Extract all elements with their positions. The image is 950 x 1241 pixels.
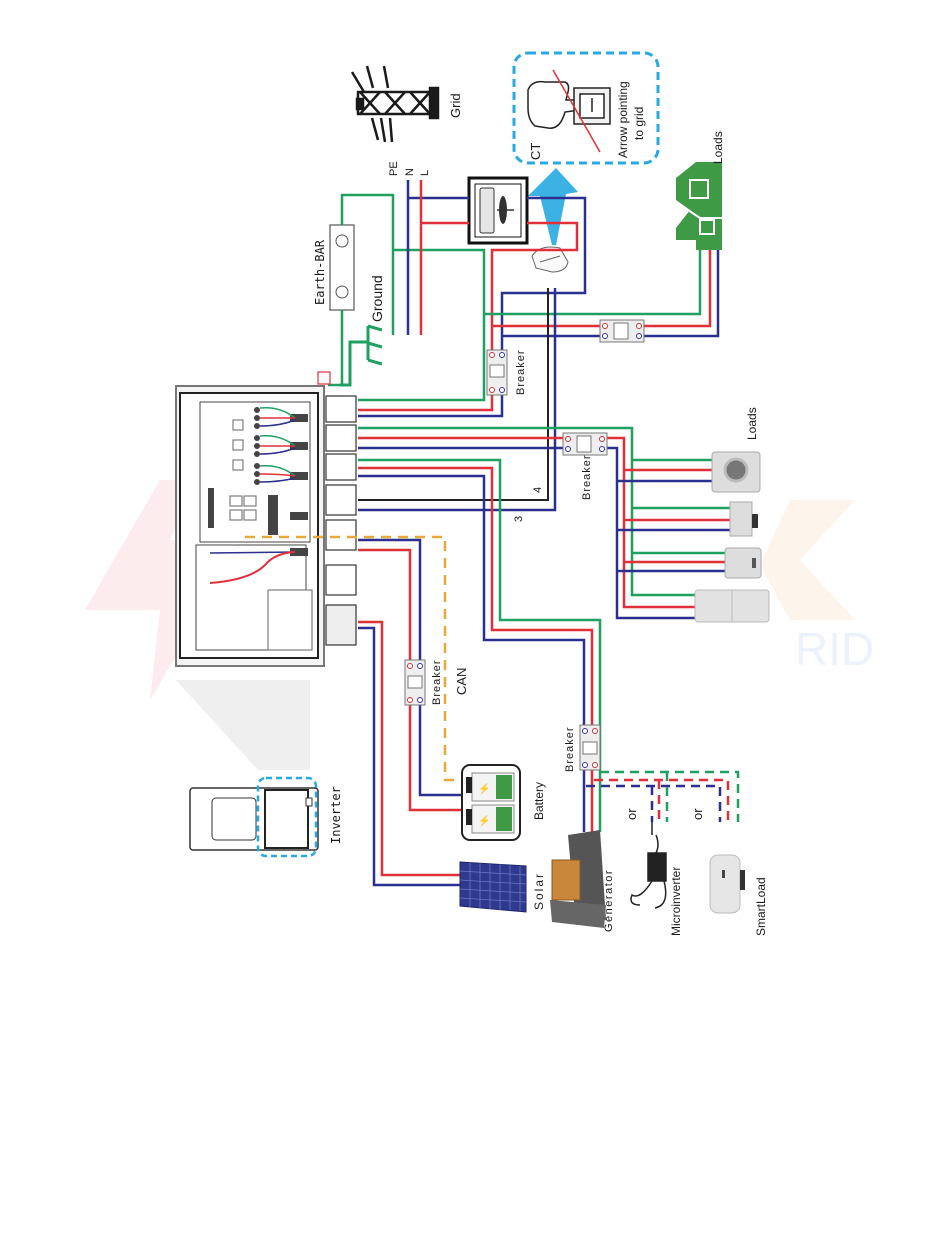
inverter-wiring-box xyxy=(175,371,357,667)
svg-text:⚡: ⚡ xyxy=(478,782,490,795)
l-label: L xyxy=(419,170,431,176)
or-label-2: or xyxy=(690,808,705,820)
grid-label: Grid xyxy=(448,93,463,118)
kettle-icon xyxy=(729,501,758,537)
microinverter-label: Microinverter xyxy=(669,867,683,936)
breaker-loads xyxy=(562,432,608,456)
breaker-generator xyxy=(579,724,601,771)
breaker-grid-label: Breaker xyxy=(515,349,527,395)
battery-label: Battery xyxy=(532,782,546,820)
breaker-generator-label: Breaker xyxy=(564,726,576,772)
svg-text:⚡: ⚡ xyxy=(478,814,490,827)
ground-label: Ground xyxy=(369,275,385,322)
breaker-battery xyxy=(404,659,426,706)
ct-clamp-icon xyxy=(527,80,611,129)
breaker-house xyxy=(599,319,645,343)
earth-bar-label: Earth-BAR xyxy=(313,239,327,305)
can-label: CAN xyxy=(454,668,469,695)
breaker-grid xyxy=(486,349,508,396)
generator-label: Generator xyxy=(603,869,615,932)
arrow-pointing-label: Arrow pointing xyxy=(616,81,630,158)
smartload-icon xyxy=(709,854,745,914)
grid-tower-icon xyxy=(350,65,440,143)
loads-appliances-label: Loads xyxy=(745,407,759,440)
inverter-label: Inverter xyxy=(329,786,343,844)
house-loads-icon xyxy=(676,162,722,250)
energy-meter-icon xyxy=(467,176,529,245)
solar-label: Solar xyxy=(532,872,546,910)
pe-label: PE xyxy=(388,161,400,176)
svg-text:RID: RID xyxy=(795,623,874,675)
wire-4-label: 4 xyxy=(532,487,544,493)
breaker-loads-label: Breaker xyxy=(581,454,593,500)
battery-icon: ⚡ ⚡ xyxy=(461,764,521,841)
watermark-logo: RID xyxy=(85,480,874,700)
alternative-wiring xyxy=(586,770,740,822)
ct-label: CT xyxy=(528,143,543,160)
ct-callout-arrow-icon xyxy=(528,168,578,245)
solar-panel-icon xyxy=(459,861,527,913)
inverter-icon xyxy=(189,776,319,858)
ct-red-wire xyxy=(552,69,601,153)
smartload-label: SmartLoad xyxy=(754,877,768,936)
n-label: N xyxy=(404,168,416,176)
air-conditioner-icon xyxy=(694,589,770,623)
ct-callout-box xyxy=(512,51,660,165)
loads-house-label: Loads xyxy=(711,131,725,164)
battery-solar-wiring xyxy=(245,535,462,887)
loads-wiring xyxy=(358,426,730,832)
to-grid-label: to grid xyxy=(632,107,646,140)
ground-symbol-icon xyxy=(340,324,383,387)
washing-machine-icon xyxy=(711,451,761,493)
breaker-battery-label: Breaker xyxy=(431,659,443,705)
zoom-projection xyxy=(176,680,310,770)
wire-3-label: 3 xyxy=(513,516,525,522)
microinverter-icon xyxy=(630,822,667,909)
grid-wiring xyxy=(328,180,720,512)
or-label-1: or xyxy=(624,808,639,820)
generator-icon xyxy=(550,830,606,928)
fridge-icon xyxy=(724,547,762,579)
